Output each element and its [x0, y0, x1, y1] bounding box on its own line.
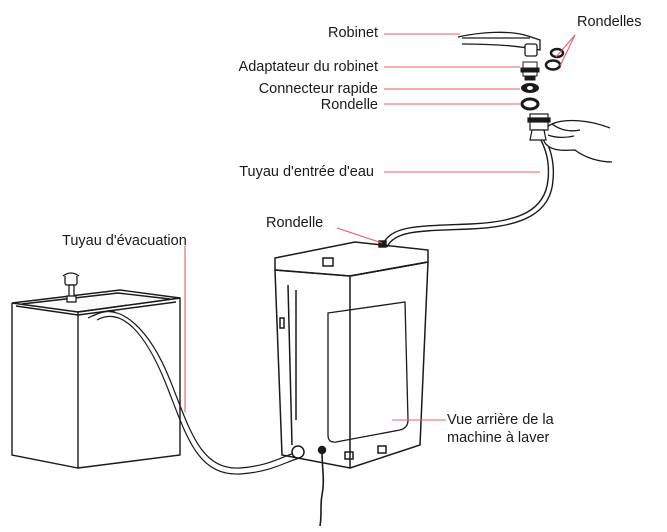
- label-tap: Robinet: [328, 25, 378, 41]
- sink-faucet: [62, 272, 80, 303]
- label-drain-hose: Tuyau d'évacuation: [62, 233, 187, 249]
- label-washers-top: Rondelles: [577, 14, 642, 30]
- label-rear-view-line2: machine à laver: [447, 430, 550, 446]
- quick-connector: [527, 113, 551, 141]
- inlet-hose: [378, 135, 555, 248]
- sink-basin: [11, 289, 181, 469]
- label-washer-machine: Rondelle: [266, 215, 324, 231]
- label-rear-view-line1: Vue arrière de la: [447, 412, 554, 428]
- label-tap-adapter: Adaptateur du robinet: [238, 59, 378, 75]
- tap: [457, 31, 541, 57]
- drain-hose: [87, 310, 301, 475]
- washing-machine: [274, 241, 429, 527]
- leader-washers-top-2: [559, 34, 576, 67]
- label-quick-connector: Connecteur rapide: [258, 81, 378, 97]
- leader-washers-top: [555, 34, 576, 58]
- tap-adapter: [520, 61, 540, 81]
- label-washer-connector: Rondelle: [320, 97, 378, 113]
- label-inlet-hose: Tuyau d'entrée d'eau: [239, 164, 374, 180]
- leader-lines: [184, 33, 576, 421]
- quick-connector-part: [521, 83, 539, 93]
- leader-washer-machine: [336, 227, 383, 244]
- washer-connector: [520, 97, 540, 111]
- hand: [542, 119, 613, 163]
